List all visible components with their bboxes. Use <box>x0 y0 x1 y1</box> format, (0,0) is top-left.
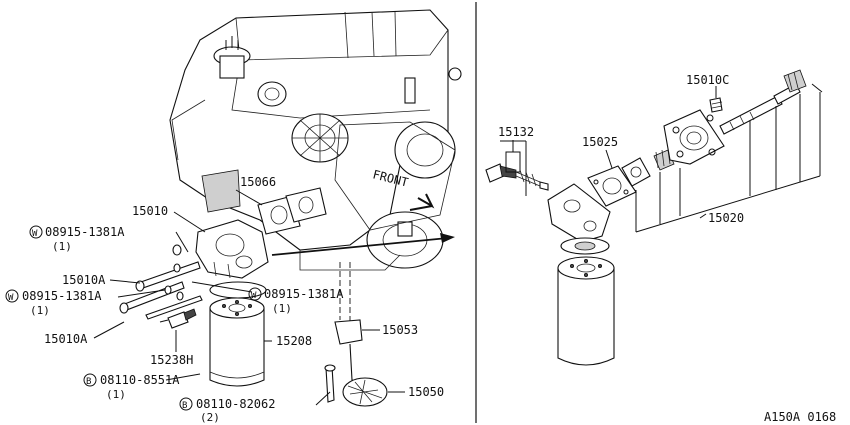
bracket-15020 <box>635 92 821 233</box>
oil-pump-15010 <box>195 219 269 279</box>
bolt-08110-82062 <box>324 364 336 403</box>
relief-valve-15132 <box>485 140 549 196</box>
bolt-code-1: 08110-8551A <box>100 373 180 387</box>
pressure-switch-15238h <box>159 308 197 329</box>
callout-bolt-1: B 08110-8551A (1) <box>83 373 180 401</box>
washer-code-1: 08915-1381A <box>45 225 125 239</box>
oil-strainer-15050 <box>334 262 388 407</box>
leader-lines-right <box>699 86 717 219</box>
drive-shaft <box>719 69 823 135</box>
screw-15010c <box>709 97 723 113</box>
washer-left <box>172 244 182 256</box>
bolt-qty-2: (2) <box>200 411 220 424</box>
bolt-marker: B <box>86 377 91 387</box>
callout-15025: 15025 <box>582 135 618 149</box>
callout-bolt-2: B 08110-82062 (2) <box>179 397 275 424</box>
callout-15238h: 15238H <box>150 353 193 367</box>
callout-15053: 15053 <box>382 323 418 337</box>
callout-washer-3: W 08915-1381A (1) <box>248 287 344 315</box>
gasket-15066 <box>257 187 327 235</box>
washer-marker: W <box>32 229 38 239</box>
bolt-marker: B <box>182 401 187 411</box>
callout-15010c: 15010C <box>686 73 729 87</box>
washer-code-3: 08915-1381A <box>264 287 344 301</box>
callout-washer-2: W 08915-1381A (1) <box>5 289 102 317</box>
washer-qty-3: (1) <box>272 302 292 315</box>
callout-15050: 15050 <box>408 385 444 399</box>
bolt-qty-1: (1) <box>106 388 126 401</box>
callout-15020: 15020 <box>708 211 744 225</box>
stud-08110-8551a <box>145 291 203 320</box>
connection-arrow <box>271 233 455 256</box>
callout-15066: 15066 <box>240 175 276 189</box>
reference-code: A150A 0168 <box>764 410 836 424</box>
callout-15208: 15208 <box>276 334 312 348</box>
washer-qty-2: (1) <box>30 304 50 317</box>
washer-qty-1: (1) <box>52 240 72 253</box>
front-arrow-icon <box>409 193 435 211</box>
washer-code-2: 08915-1381A <box>22 289 102 303</box>
oil-filter-right <box>557 256 615 366</box>
callout-15132: 15132 <box>498 125 534 139</box>
bolt-15010a-lower <box>119 281 185 314</box>
callout-15010a-2: 15010A <box>44 332 88 346</box>
bolt-15010a-upper <box>135 261 201 292</box>
washer-marker: W <box>251 291 257 301</box>
pump-body <box>547 183 611 255</box>
callout-washer-1: W 08915-1381A (1) <box>29 225 125 253</box>
leader-lines-left <box>93 189 405 406</box>
callout-15010a-1: 15010A <box>62 273 106 287</box>
oil-filter-15208 <box>209 297 265 387</box>
engine-block-illustration <box>169 9 462 271</box>
inner-rotor <box>621 157 651 187</box>
bolt-code-2: 08110-82062 <box>196 397 275 411</box>
washer-marker: W <box>8 293 14 303</box>
pump-cover-15020 <box>663 109 725 165</box>
callout-15010: 15010 <box>132 204 168 218</box>
